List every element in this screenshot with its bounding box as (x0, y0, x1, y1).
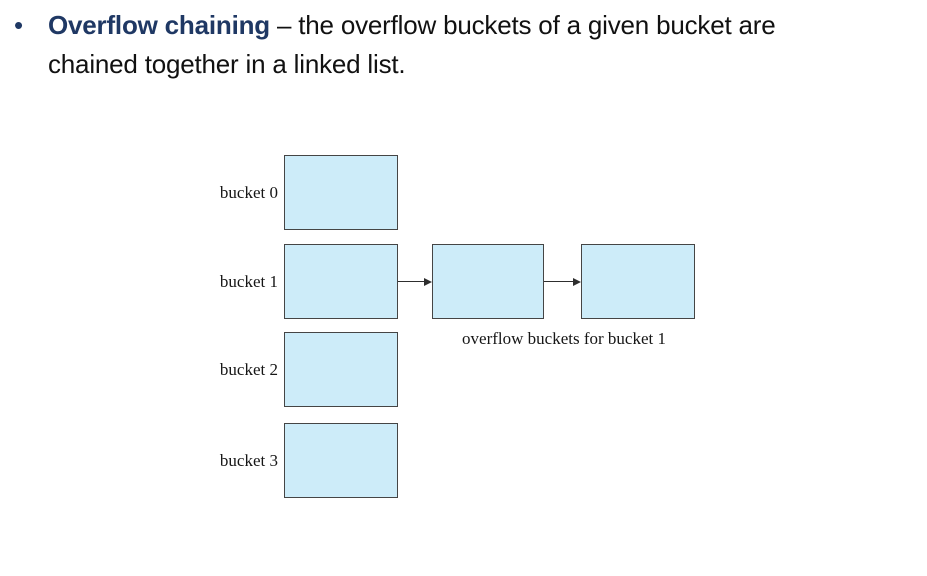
arrow-shaft (544, 280, 573, 283)
bullet-term-text: Overflow chaining (48, 10, 270, 40)
overflow-bucket-1-box (432, 244, 544, 319)
bullet-icon: • (14, 10, 24, 40)
bullet-body-text-line2: chained together in a linked list. (48, 49, 406, 79)
bullet-paragraph: Overflow chaining – the overflow buckets… (48, 6, 776, 84)
overflow-caption: overflow buckets for bucket 1 (462, 329, 666, 348)
bucket-2-box (284, 332, 398, 407)
arrow-right-icon (544, 277, 581, 286)
overflow-bucket-2-box (581, 244, 695, 319)
bucket-1-box (284, 244, 398, 319)
arrow-shaft (398, 280, 424, 283)
bucket-1-label: bucket 1 (219, 272, 278, 291)
bullet-item: • Overflow chaining – the overflow bucke… (14, 6, 894, 84)
bullet-body-text-line1: – the overflow buckets of a given bucket… (269, 10, 776, 40)
arrow-head (424, 277, 432, 286)
bucket-0-label: bucket 0 (219, 183, 278, 202)
bucket-3-label: bucket 3 (219, 451, 278, 470)
bucket-0-box (284, 155, 398, 230)
bucket-2-label: bucket 2 (219, 360, 278, 379)
bucket-3-box (284, 423, 398, 498)
arrow-right-icon (398, 277, 432, 286)
arrow-head (573, 277, 581, 286)
